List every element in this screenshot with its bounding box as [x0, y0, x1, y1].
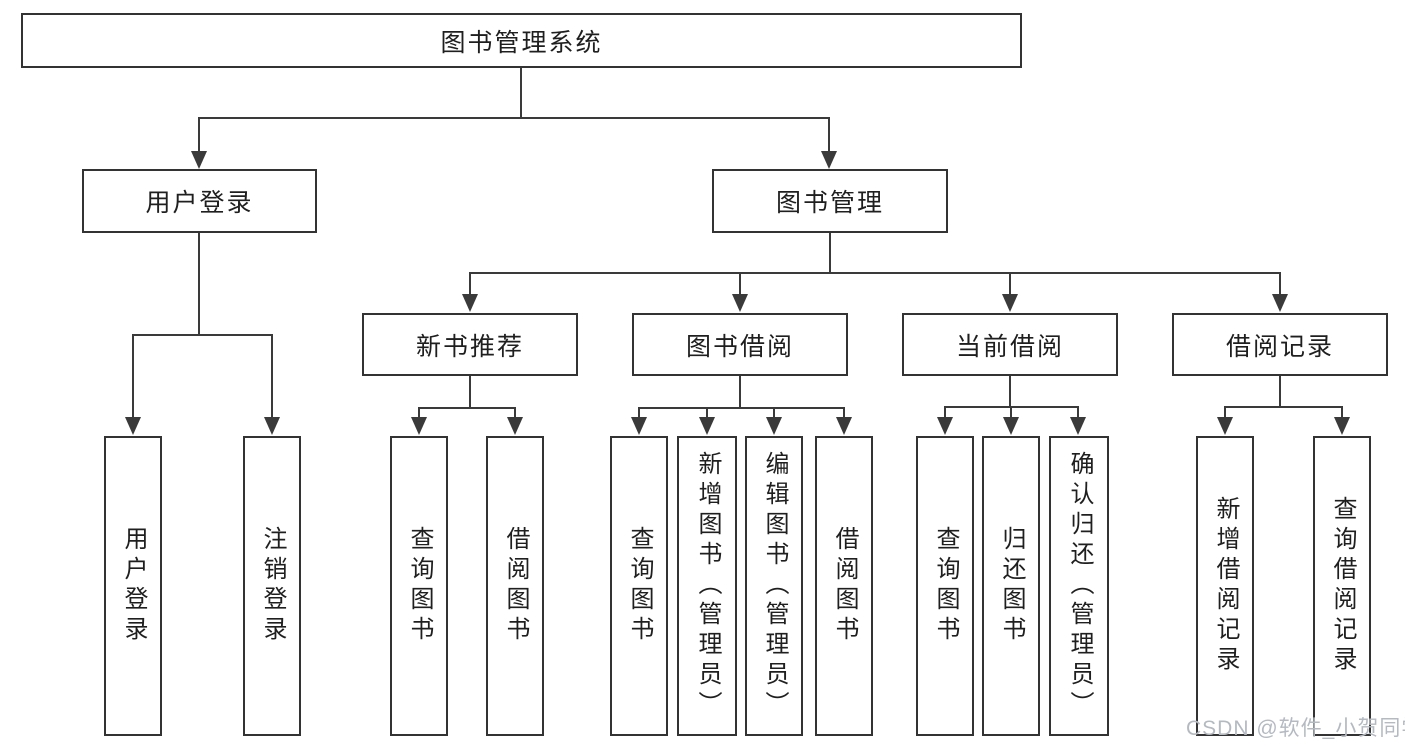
leaf-confirm-return-admin: 确认归还（管理员）	[1049, 436, 1109, 736]
arrowheads	[125, 151, 1350, 435]
node-user-login: 用户登录	[82, 169, 317, 233]
leaf-label: 归还图书	[998, 526, 1025, 646]
leaf-add-books-admin: 新增图书（管理员）	[677, 436, 737, 736]
node-label: 图书管理	[775, 189, 884, 217]
leaf-query-borrow-record: 查询借阅记录	[1313, 436, 1371, 736]
arrow-down-icon	[1272, 294, 1288, 312]
leaf-logout: 注销登录	[243, 436, 301, 736]
node-label: 新书推荐	[415, 332, 524, 361]
node-book-borrow: 图书借阅	[632, 313, 848, 376]
connector-root-branch	[198, 68, 830, 152]
leaf-label: 查询图书	[932, 526, 959, 646]
leaf-label: 查询借阅记录	[1329, 496, 1356, 676]
leaf-label: 查询图书	[406, 526, 433, 646]
node-label: 借阅记录	[1225, 332, 1334, 361]
arrow-down-icon	[836, 417, 852, 435]
leaf-borrow-books-recommend: 借阅图书	[486, 436, 544, 736]
connector-user-login-branch	[132, 233, 273, 418]
node-book-management: 图书管理	[712, 169, 948, 233]
leaf-label: 新增图书（管理员）	[694, 451, 721, 721]
leaf-query-books-recommend: 查询图书	[390, 436, 448, 736]
connector-borrow-record-branch	[1224, 376, 1343, 418]
leaf-borrow-books: 借阅图书	[815, 436, 873, 736]
leaf-label: 用户登录	[120, 526, 147, 646]
arrow-down-icon	[821, 151, 837, 169]
arrow-down-icon	[732, 294, 748, 312]
leaf-label: 查询图书	[626, 526, 653, 646]
leaf-query-books-borrow: 查询图书	[610, 436, 668, 736]
arrow-down-icon	[937, 417, 953, 435]
csdn-watermark: CSDN @软件_小贺同学	[1186, 717, 1405, 740]
leaf-label: 编辑图书（管理员）	[761, 451, 788, 721]
leaf-return-books: 归还图书	[982, 436, 1040, 736]
arrow-down-icon	[1217, 417, 1233, 435]
leaf-query-books-current: 查询图书	[916, 436, 974, 736]
node-new-book-recommend: 新书推荐	[362, 313, 578, 376]
leaf-label: 注销登录	[259, 526, 286, 646]
node-label: 用户登录	[145, 189, 254, 217]
node-label: 图书借阅	[685, 332, 794, 361]
leaf-label: 确认归还（管理员）	[1066, 451, 1093, 721]
arrow-down-icon	[699, 417, 715, 435]
arrow-down-icon	[411, 417, 427, 435]
leaf-label: 借阅图书	[831, 526, 858, 646]
connector-book-management-branch	[469, 233, 1281, 296]
leaf-label: 新增借阅记录	[1212, 496, 1239, 676]
leaf-label: 借阅图书	[502, 526, 529, 646]
connector-book-borrow-branch	[638, 376, 845, 418]
connector-lines	[132, 68, 1343, 418]
arrow-down-icon	[631, 417, 647, 435]
arrow-down-icon	[1002, 294, 1018, 312]
arrow-down-icon	[1070, 417, 1086, 435]
leaf-user-login: 用户登录	[104, 436, 162, 736]
arrow-down-icon	[1334, 417, 1350, 435]
connector-current-borrow-branch	[944, 376, 1079, 418]
node-borrow-record: 借阅记录	[1172, 313, 1388, 376]
connector-new-book-branch	[418, 376, 516, 418]
arrow-down-icon	[507, 417, 523, 435]
arrow-down-icon	[191, 151, 207, 169]
arrow-down-icon	[125, 417, 141, 435]
arrow-down-icon	[264, 417, 280, 435]
node-label: 当前借阅	[955, 332, 1064, 361]
arrow-down-icon	[1003, 417, 1019, 435]
node-current-borrow: 当前借阅	[902, 313, 1118, 376]
leaf-edit-books-admin: 编辑图书（管理员）	[745, 436, 803, 736]
leaf-add-borrow-record: 新增借阅记录	[1196, 436, 1254, 736]
node-library-system: 图书管理系统	[21, 13, 1022, 68]
arrow-down-icon	[462, 294, 478, 312]
node-label: 图书管理系统	[440, 28, 603, 57]
arrow-down-icon	[766, 417, 782, 435]
